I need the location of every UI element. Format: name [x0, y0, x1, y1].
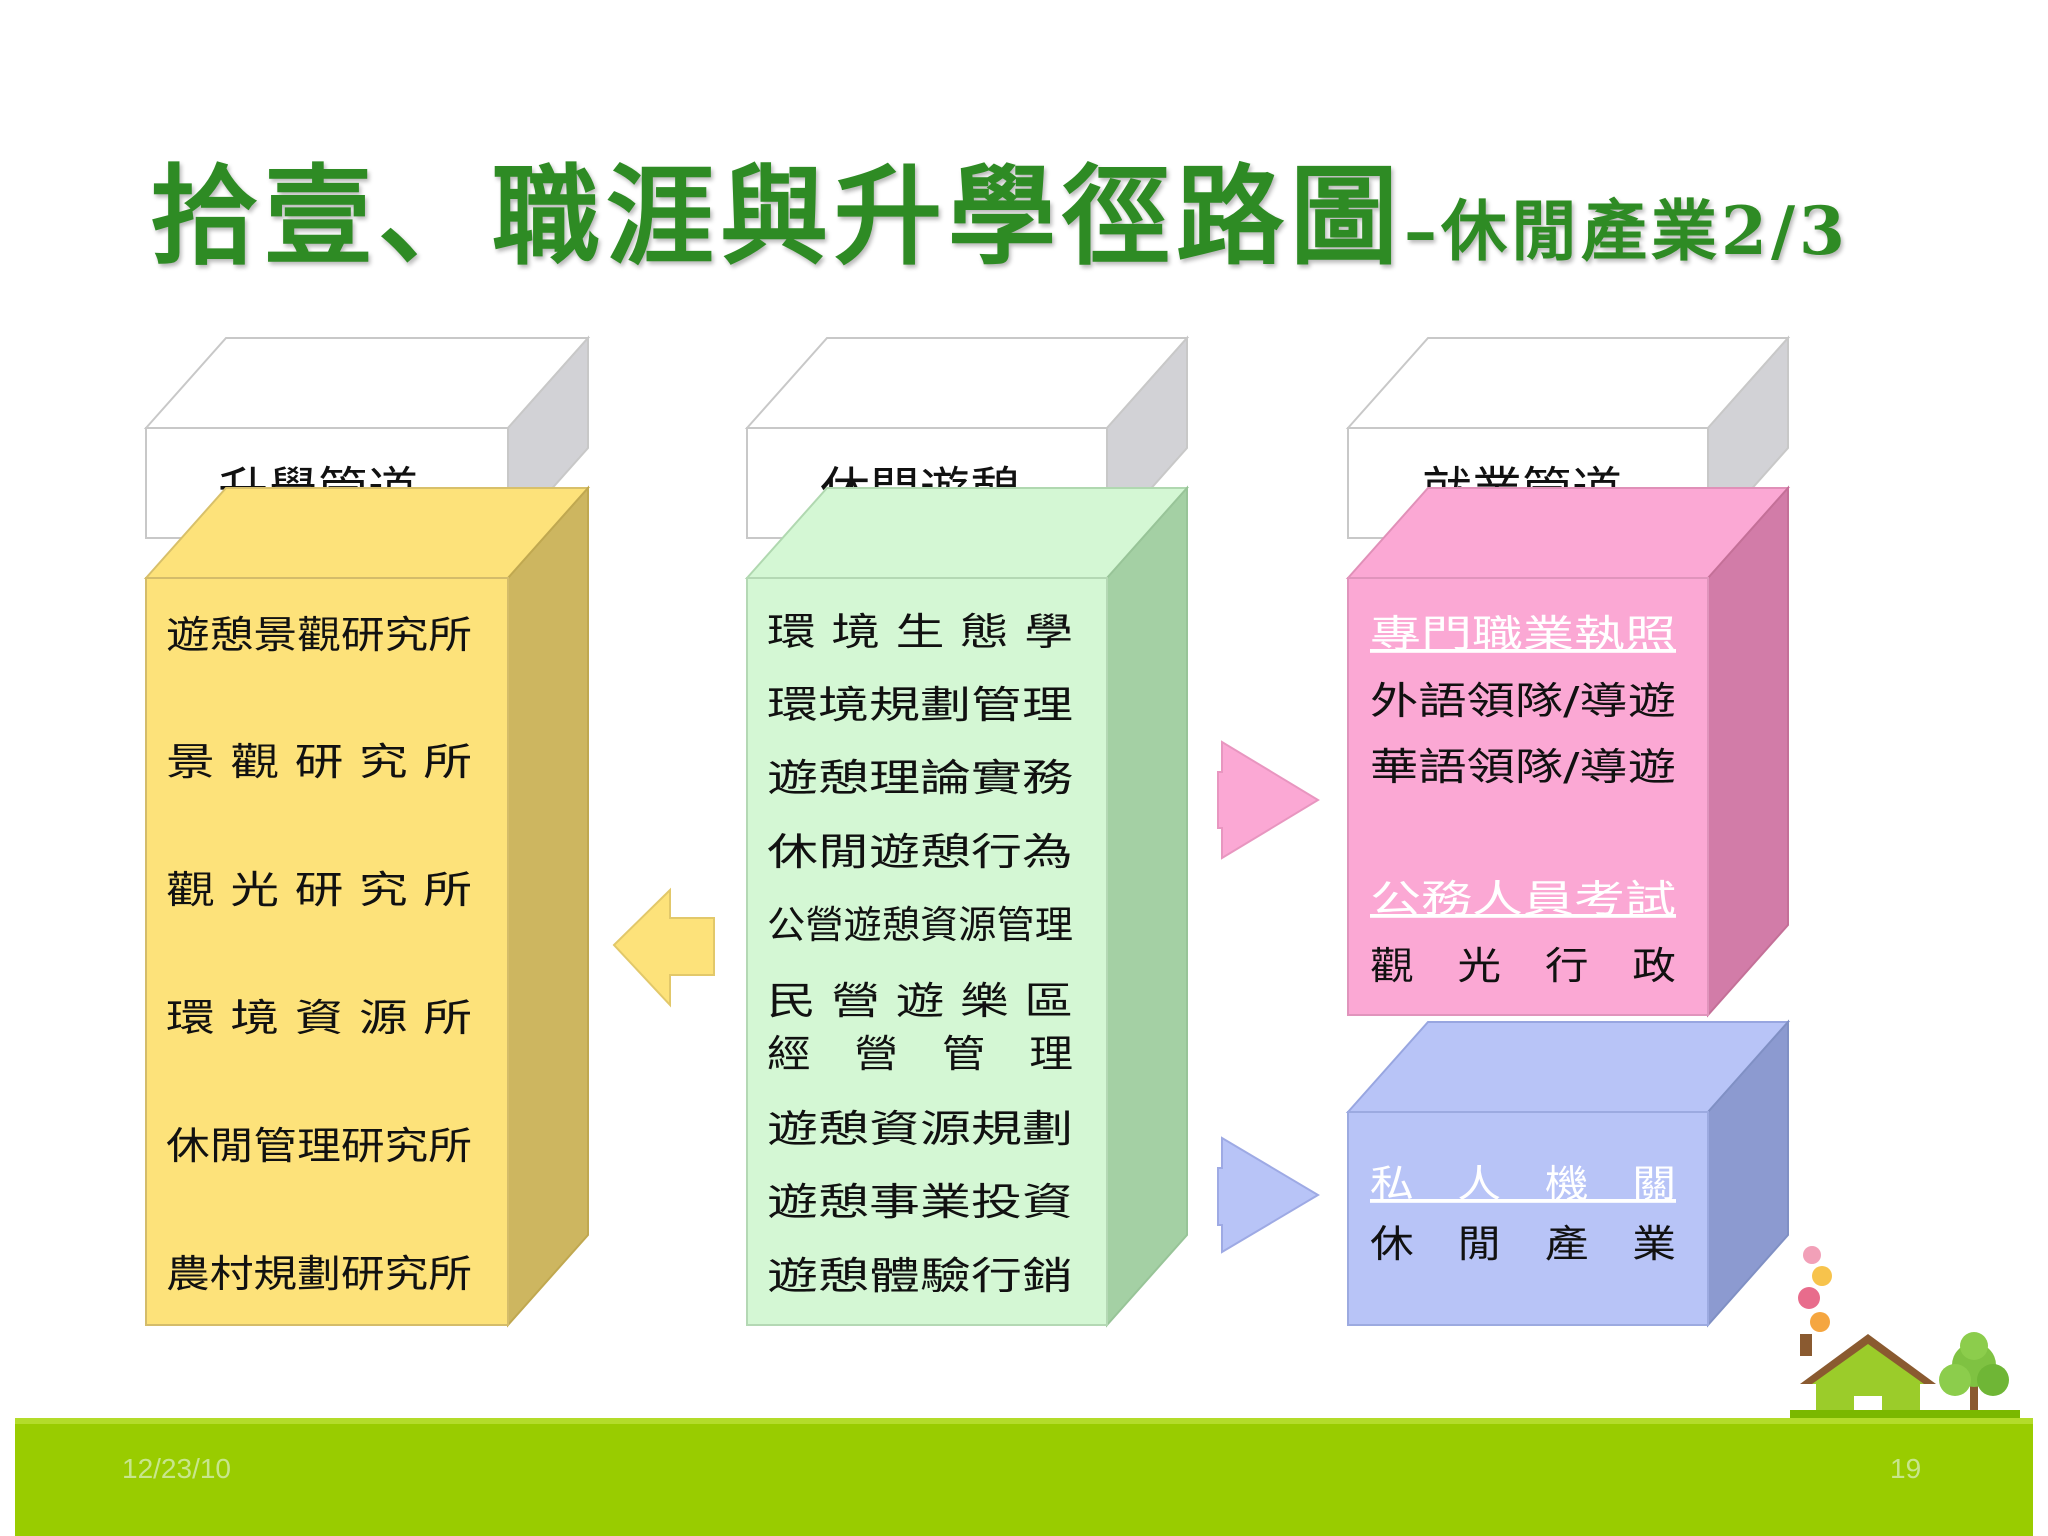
right-blue-box	[1345, 1019, 1791, 1328]
right-upper-items: 專門職業執照 外語領隊/導遊 華語領隊/導遊 公務人員考試 觀 光 行 政	[1370, 612, 1676, 988]
right-arrow-icon	[1217, 740, 1320, 860]
title-main: 拾壹、職涯與升學徑路圖	[150, 154, 1405, 280]
middle-item: 遊憩理論實務	[767, 756, 1073, 800]
right-lower-items: 私 人 機 關 休 閒 產 業	[1370, 1162, 1676, 1266]
middle-item: 遊憩資源規劃	[767, 1107, 1073, 1151]
middle-item: 公營遊憩資源管理	[767, 903, 1073, 947]
middle-item: 民 營 遊 樂 區	[767, 979, 1073, 1023]
right-pink-box	[1345, 485, 1791, 1018]
middle-item: 經 營 管 理	[767, 1032, 1073, 1076]
middle-item: 遊憩事業投資	[767, 1180, 1073, 1224]
left-item: 環 境 資 源 所	[166, 996, 472, 1040]
middle-item: 環 境 生 態 學	[767, 610, 1073, 654]
right-item: 華語領隊/導遊	[1370, 745, 1676, 789]
middle-items: 環 境 生 態 學 環境規劃管理 遊憩理論實務 休閒遊憩行為 公營遊憩資源管理 …	[767, 610, 1073, 1298]
private-org-link[interactable]: 私 人 機 關	[1370, 1162, 1676, 1206]
house-tree-icon	[1790, 1246, 2020, 1418]
right-item: 休 閒 產 業	[1370, 1222, 1676, 1266]
left-arrow-icon	[612, 887, 715, 1008]
middle-item: 環境規劃管理	[767, 683, 1073, 727]
title-sub: –休閒產業2/3	[1404, 192, 1849, 270]
middle-body-box	[744, 485, 1190, 1328]
right-item: 外語領隊/導遊	[1370, 679, 1676, 723]
left-item: 遊憩景觀研究所	[166, 613, 472, 657]
page-title: 拾壹、職涯與升學徑路圖–休閒產業2/3	[150, 130, 1930, 280]
left-item: 景 觀 研 究 所	[166, 740, 472, 784]
left-items: 遊憩景觀研究所 景 觀 研 究 所 觀 光 研 究 所 環 境 資 源 所 休閒…	[166, 613, 472, 1296]
left-item: 農村規劃研究所	[166, 1252, 472, 1296]
footer-highlight	[15, 1418, 2033, 1424]
right-arrow-icon	[1217, 1136, 1320, 1254]
license-link[interactable]: 專門職業執照	[1370, 612, 1676, 656]
footer-date: 12/23/10	[122, 1453, 231, 1484]
civil-exam-link[interactable]: 公務人員考試	[1370, 877, 1676, 921]
left-item: 觀 光 研 究 所	[166, 868, 472, 912]
right-item: 觀 光 行 政	[1370, 944, 1676, 988]
footer-band	[15, 1418, 2033, 1536]
middle-item: 休閒遊憩行為	[767, 830, 1073, 874]
left-body-box	[143, 485, 591, 1328]
middle-item: 遊憩體驗行銷	[767, 1254, 1073, 1298]
left-item: 休閒管理研究所	[166, 1124, 472, 1168]
footer-page-number: 19	[1890, 1453, 1921, 1484]
